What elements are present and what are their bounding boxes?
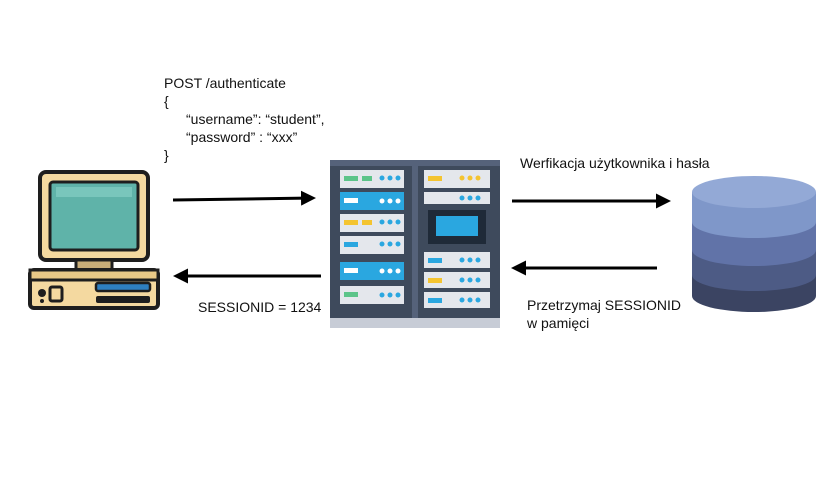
store-line-2: w pamięci: [527, 315, 590, 331]
request-brace-open: {: [164, 93, 169, 109]
request-password: “password” : “xxx”: [186, 129, 298, 145]
store-session-label: Przetrzymaj SESSIONID w pamięci: [527, 296, 681, 332]
database-icon: [692, 176, 816, 312]
desktop-computer-icon: [28, 170, 160, 310]
server-rack-icon: [330, 160, 500, 328]
request-line: POST /authenticate: [164, 75, 286, 91]
request-body: POST /authenticate { “username”: “studen…: [164, 74, 325, 164]
request-brace-close: }: [164, 147, 169, 163]
store-line-1: Przetrzymaj SESSIONID: [527, 297, 682, 313]
arrow-client-to-server: [172, 190, 316, 206]
verify-label: Werfikacja użytkownika i hasła: [520, 155, 710, 171]
session-response-label: SESSIONID = 1234: [198, 299, 322, 315]
request-username: “username”: “student”,: [186, 111, 325, 127]
